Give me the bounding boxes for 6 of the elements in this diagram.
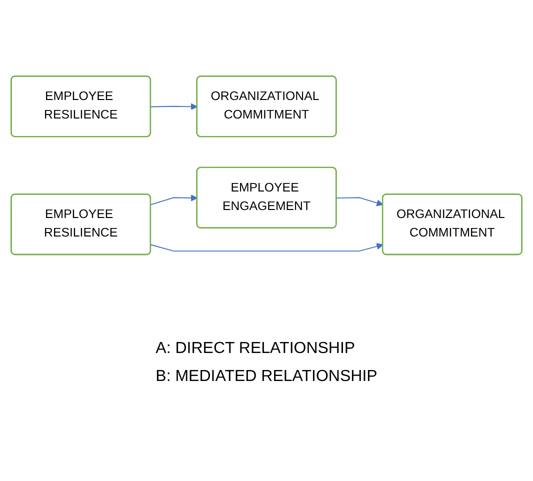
arrow bbox=[336, 196, 384, 206]
diagram-caption: B: MEDIATED RELATIONSHIP bbox=[156, 368, 378, 386]
diagram-caption: A: DIRECT RELATIONSHIP bbox=[156, 340, 356, 358]
arrow bbox=[150, 242, 384, 252]
arrow bbox=[150, 102, 198, 110]
arrow bbox=[150, 194, 198, 205]
